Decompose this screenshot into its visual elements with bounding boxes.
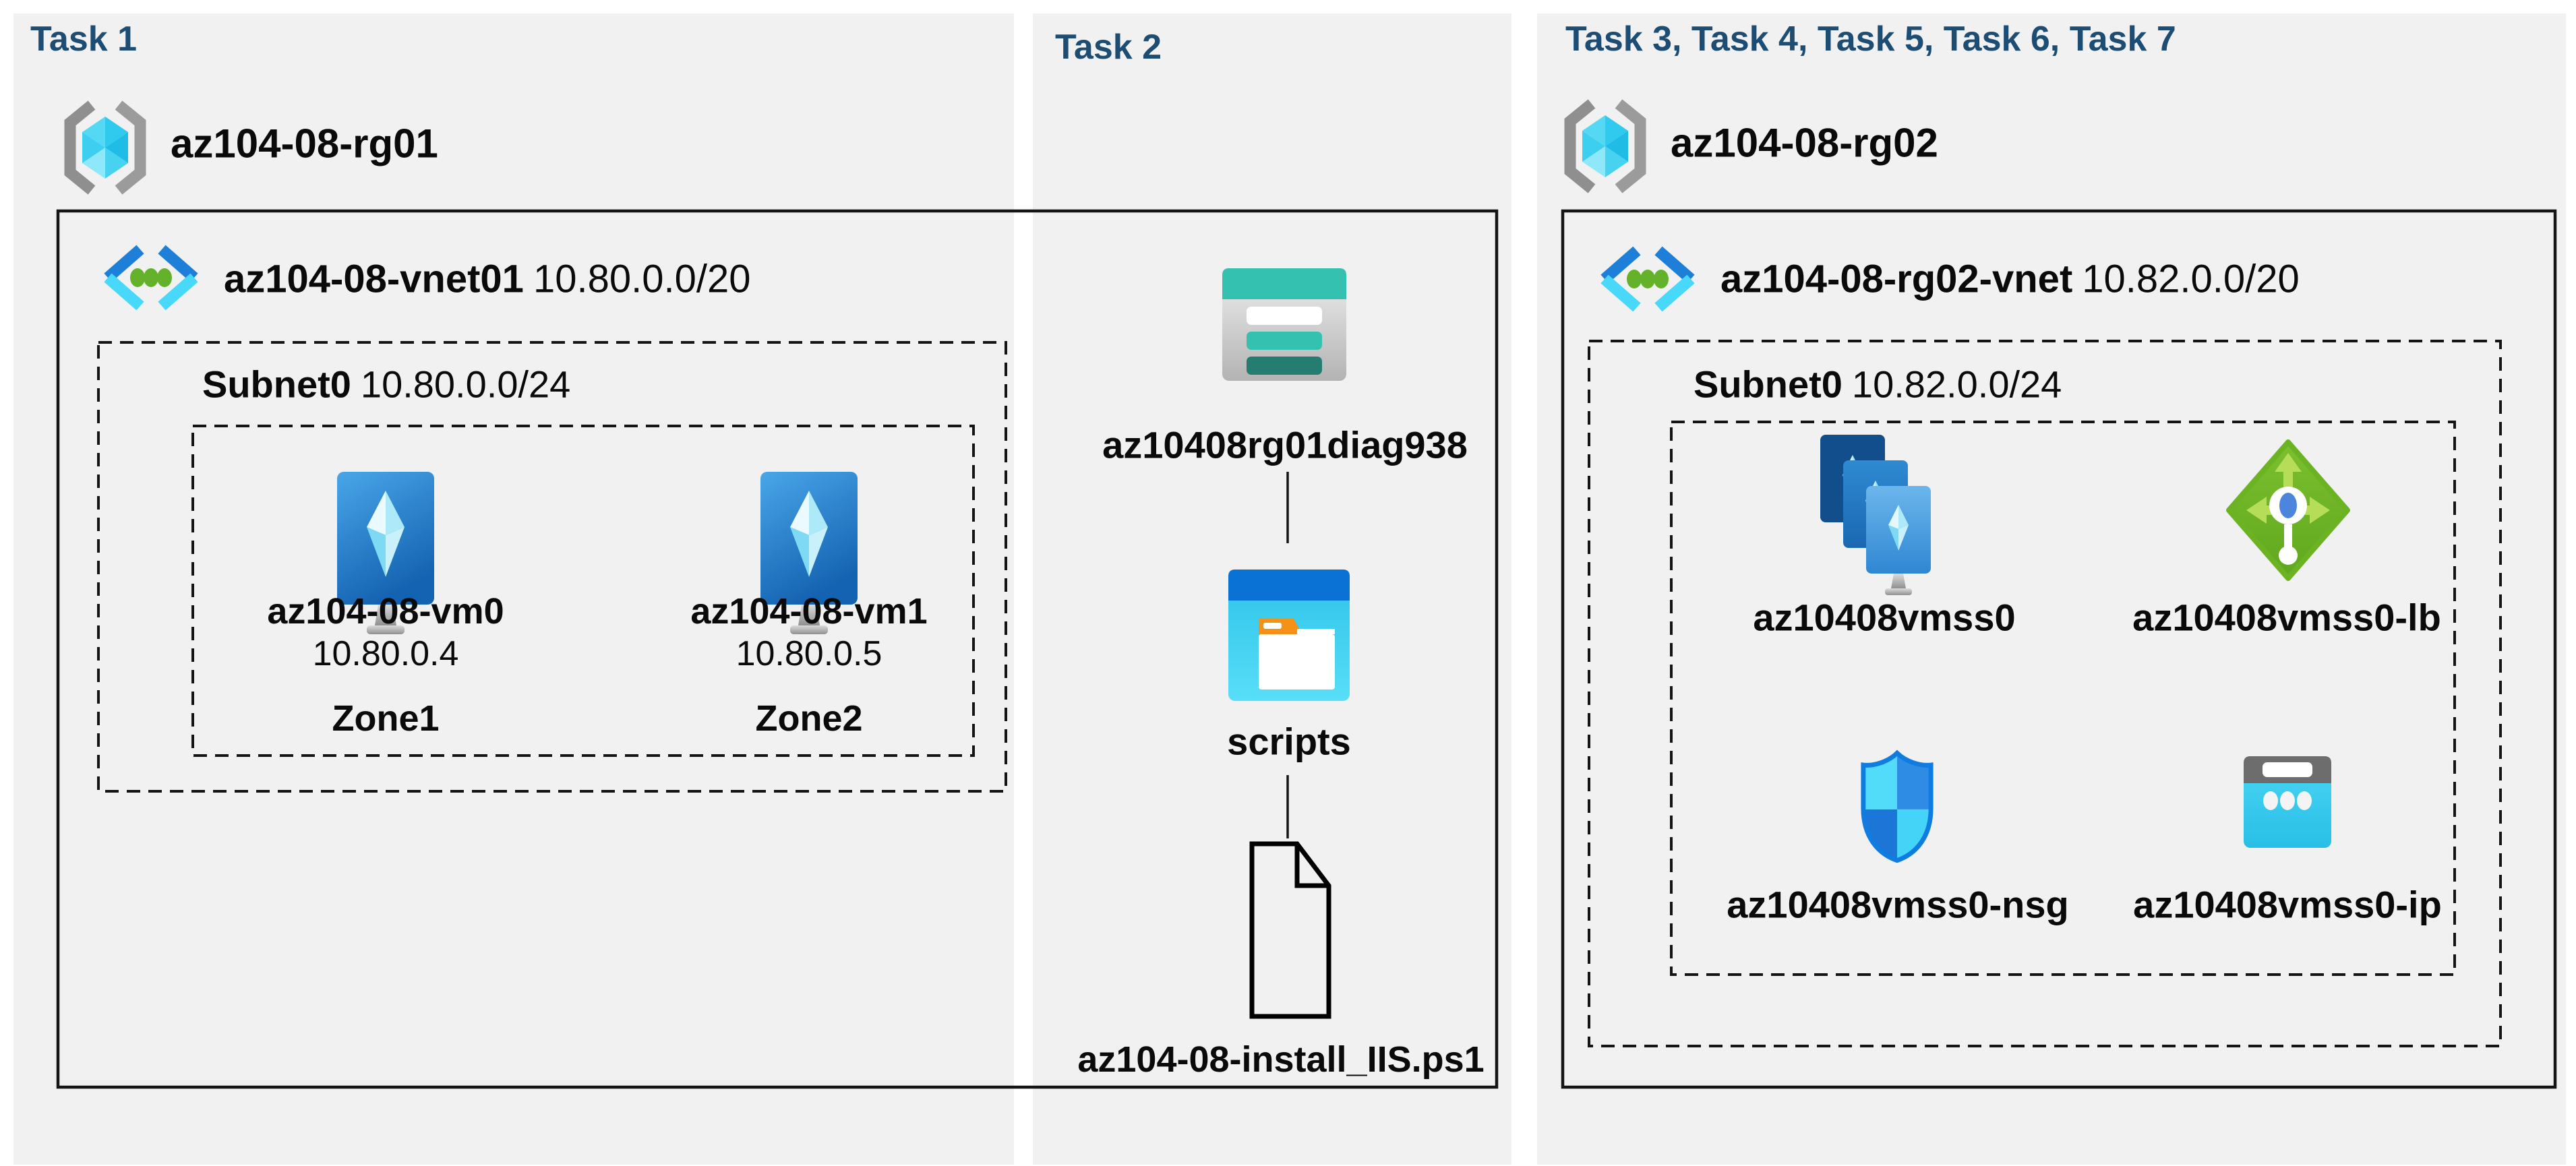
public-ip-label: az10408vmss0-ip <box>2133 883 2442 926</box>
virtual-network-icon <box>1600 246 1695 312</box>
virtual-network-icon <box>104 245 198 311</box>
script-file-label: az104-08-install_IIS.ps1 <box>1077 1039 1485 1080</box>
vm-zone-label: Zone2 <box>755 698 863 739</box>
resource-group-icon <box>1564 99 1646 193</box>
resource-group-icon <box>64 100 146 195</box>
load-balancer-label: az10408vmss0-lb <box>2132 596 2441 639</box>
scripts-folder-label: scripts <box>1227 720 1351 763</box>
network-security-group-icon <box>1861 749 1934 863</box>
task1-panel <box>13 13 1014 1165</box>
task3-7-heading: Task 3, Task 4, Task 5, Task 6, Task 7 <box>1565 20 2176 59</box>
public-ip-icon <box>2244 756 2331 848</box>
virtual-machine-icon <box>760 472 858 634</box>
resource-group-label: az104-08-rg02 <box>1671 120 1938 166</box>
vm-scale-set-icon <box>1820 435 1931 595</box>
vmss-label: az10408vmss0 <box>1753 596 2016 639</box>
resource-group-label: az104-08-rg01 <box>171 121 438 166</box>
virtual-machine-icon <box>337 472 434 634</box>
task1-heading: Task 1 <box>30 20 138 59</box>
vm-name-label: az104-08-vm1 <box>690 591 928 632</box>
storage-account-label: az10408rg01diag938 <box>1102 423 1468 466</box>
vm-zone-label: Zone1 <box>332 698 440 739</box>
vm-name-label: az104-08-vm0 <box>267 591 504 632</box>
script-file-icon <box>1249 841 1331 1019</box>
task3-7-panel <box>1537 13 2566 1165</box>
vm-ip-label: 10.80.0.4 <box>312 634 459 673</box>
vm-ip-label: 10.80.0.5 <box>736 634 882 673</box>
task2-heading: Task 2 <box>1055 28 1162 67</box>
storage-account-icon <box>1222 268 1346 381</box>
load-balancer-icon <box>2226 439 2350 581</box>
blob-container-icon <box>1228 570 1350 701</box>
nsg-label: az10408vmss0-nsg <box>1727 883 2069 926</box>
